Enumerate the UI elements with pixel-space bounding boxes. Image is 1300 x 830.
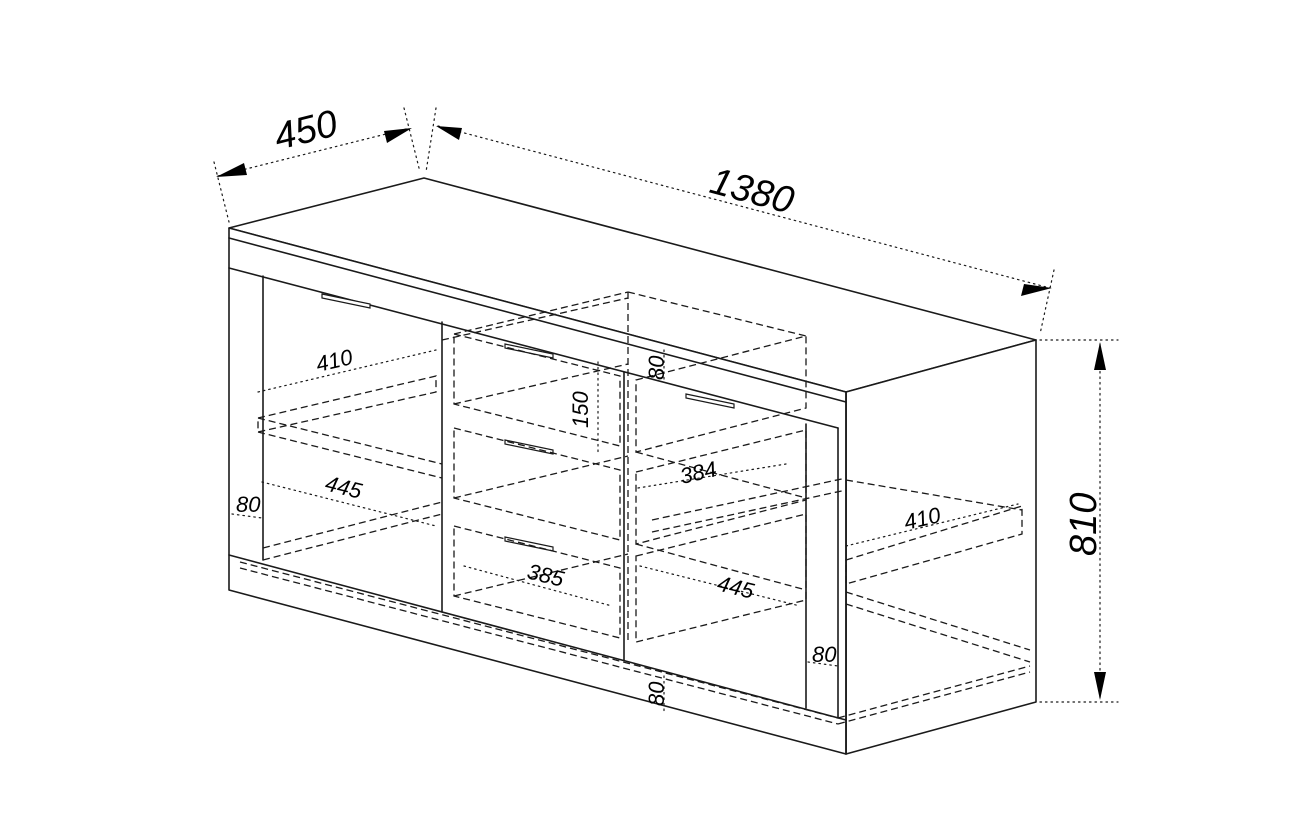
drawer-top-back [627, 291, 807, 337]
drawer-width-line [463, 565, 613, 607]
flap-handle-icon [685, 393, 735, 409]
top-board-back-edge [228, 237, 847, 403]
drawer-depth-1 [453, 363, 629, 405]
height-arrow-bottom-icon [1094, 672, 1106, 700]
drawer-height-label: 150 [568, 391, 593, 428]
left-bottom-shelf-2 [262, 513, 443, 561]
drawer-1-back-2 [441, 297, 629, 341]
left-shelf-front [257, 431, 443, 479]
right-lower-shelf-2 [845, 591, 1031, 651]
drawer-2-box [453, 427, 621, 541]
height-arrow-top-icon [1094, 342, 1106, 370]
right-box-low [635, 513, 807, 643]
top-board-lower-edge [228, 267, 839, 429]
bottom-plinth-label: 80 [644, 681, 669, 706]
drawer-handle-1-icon [504, 343, 554, 359]
right-shelf-width-line [639, 565, 801, 607]
width-dim-line [437, 125, 1051, 289]
right-lower-shelf [845, 603, 1031, 663]
right-shelf-back-2 [651, 477, 847, 521]
right-shelf-back [845, 479, 1023, 511]
drawer-3-box [453, 525, 621, 639]
right-shelf-depth-line [845, 503, 1019, 547]
bottom-hidden-2 [239, 567, 839, 725]
left-shelf-outline [257, 375, 437, 433]
width-ext-left [425, 107, 437, 173]
width-arrow-left-icon [436, 126, 462, 140]
right-shelf-outline [845, 505, 1023, 585]
width-label: 1380 [706, 160, 799, 222]
bottom-hidden-back [837, 665, 1031, 719]
depth-dim-line [217, 127, 411, 177]
cabinet-right-side [845, 339, 1037, 755]
depth-arrow-left-icon [216, 163, 247, 177]
drawer-1-back [453, 291, 629, 335]
door-handle-icon [321, 293, 371, 309]
height-label: 810 [1063, 493, 1105, 556]
left-plinth-line [231, 513, 263, 519]
bottom-plinth-line [228, 554, 847, 721]
depth-arrow-right-icon [384, 128, 412, 143]
right-plinth-line [807, 661, 839, 667]
right-shelf-back-3 [651, 489, 847, 533]
drawer-depth-2 [453, 455, 629, 499]
cabinet-body [228, 177, 1037, 755]
depth-label: 450 [270, 103, 342, 159]
width-ext-right [1039, 269, 1055, 335]
drawer-1-box [453, 333, 621, 447]
dimension-arrows [216, 126, 1106, 700]
right-box-top [635, 335, 807, 453]
dimension-lines [213, 107, 1119, 713]
drawer-depth-3 [453, 553, 629, 597]
width-arrow-right-icon [1021, 284, 1052, 296]
bottom-hidden-back-2 [837, 671, 1031, 725]
left-shelf-width-line [261, 481, 437, 527]
right-box-front-2 [635, 543, 807, 591]
depth-ext-right [403, 107, 421, 173]
bottom-hidden-1 [239, 561, 839, 719]
right-plinth-label: 80 [812, 642, 837, 667]
left-shelf-front-2 [257, 417, 443, 465]
right-box-mid [635, 429, 807, 545]
left-bottom-shelf-1 [262, 501, 443, 549]
left-plinth-label: 80 [236, 492, 261, 517]
top-rail-label: 80 [644, 355, 669, 380]
depth-ext-left [213, 161, 230, 223]
